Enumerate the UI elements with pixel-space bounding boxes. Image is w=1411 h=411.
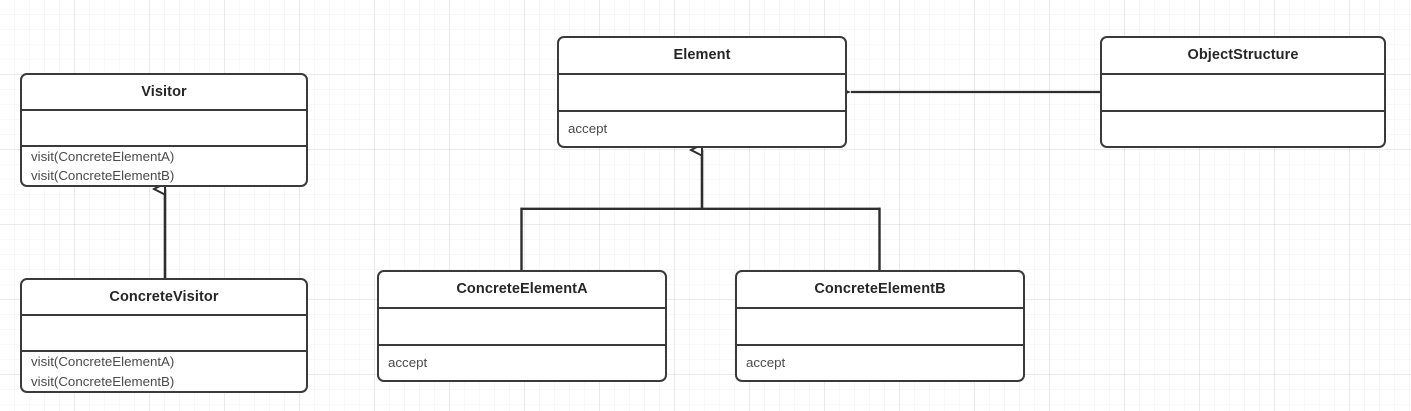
- class-name-visitor: Visitor: [22, 75, 306, 109]
- class-box-concrete-element-b[interactable]: ConcreteElementB accept: [735, 270, 1025, 382]
- class-name-object-structure: ObjectStructure: [1102, 38, 1384, 73]
- class-name-concrete-visitor: ConcreteVisitor: [22, 280, 306, 314]
- class-attributes-visitor: [22, 109, 306, 145]
- class-box-concrete-visitor[interactable]: ConcreteVisitor visit(ConcreteElementA) …: [20, 278, 308, 393]
- class-box-object-structure[interactable]: ObjectStructure: [1100, 36, 1386, 148]
- class-attributes-element: [559, 72, 845, 111]
- class-box-element[interactable]: Element accept: [557, 36, 847, 148]
- class-box-visitor[interactable]: Visitor visit(ConcreteElementA) visit(Co…: [20, 73, 308, 187]
- class-name-label: Visitor: [141, 84, 187, 100]
- class-name-label: ConcreteVisitor: [109, 289, 219, 305]
- class-operations-concrete-element-a: accept: [379, 344, 665, 380]
- operation-item: accept: [388, 355, 428, 371]
- class-name-concrete-element-b: ConcreteElementB: [737, 272, 1023, 307]
- class-operations-concrete-visitor: visit(ConcreteElementA) visit(ConcreteEl…: [22, 350, 306, 391]
- operation-item: visit(ConcreteElementB): [31, 373, 175, 389]
- operation-item: visit(ConcreteElementA): [31, 354, 175, 370]
- operation-item: visit(ConcreteElementB): [31, 168, 175, 183]
- class-attributes-object-structure: [1102, 72, 1384, 111]
- class-operations-object-structure: [1102, 110, 1384, 146]
- class-name-element: Element: [559, 38, 845, 73]
- operation-item: accept: [568, 121, 608, 137]
- operation-item: accept: [746, 355, 786, 371]
- class-box-concrete-element-a[interactable]: ConcreteElementA accept: [377, 270, 667, 382]
- class-operations-visitor: visit(ConcreteElementA) visit(ConcreteEl…: [22, 145, 306, 185]
- class-name-label: ConcreteElementA: [456, 281, 588, 298]
- edge-concreteelements-to-element: [520, 150, 881, 270]
- class-name-concrete-element-a: ConcreteElementA: [379, 272, 665, 307]
- class-operations-concrete-element-b: accept: [737, 344, 1023, 380]
- operation-item: visit(ConcreteElementA): [31, 148, 175, 164]
- class-operations-element: accept: [559, 110, 845, 146]
- class-name-label: Element: [673, 47, 731, 64]
- class-attributes-concrete-visitor: [22, 314, 306, 350]
- class-attributes-concrete-element-a: [379, 306, 665, 345]
- class-attributes-concrete-element-b: [737, 306, 1023, 345]
- class-name-label: ObjectStructure: [1187, 47, 1299, 64]
- class-name-label: ConcreteElementB: [814, 281, 946, 298]
